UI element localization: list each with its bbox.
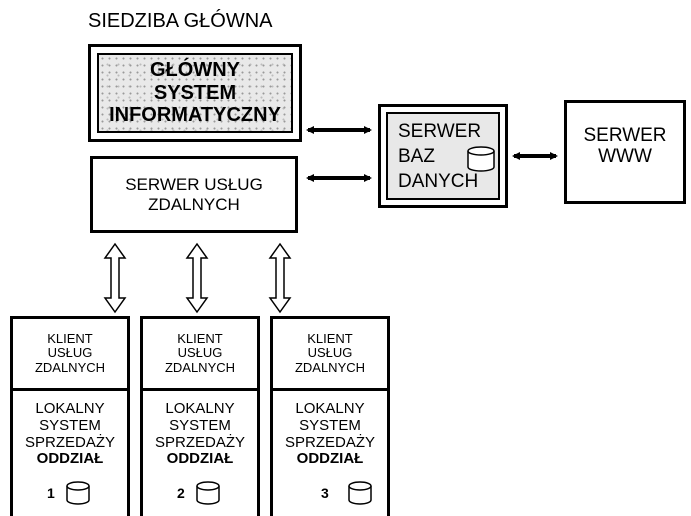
branch-3-number: 3 xyxy=(321,485,329,501)
hollow-arrow-branch-2 xyxy=(185,242,209,314)
branch-1: KLIENT USŁUG ZDALNYCH LOKALNY SYSTEM SPR… xyxy=(10,316,130,516)
branch-3-client-line3: ZDALNYCH xyxy=(294,359,366,375)
main-system-line1: GŁÓWNY xyxy=(150,59,240,82)
branch-1-database-icon xyxy=(66,481,90,505)
database-icon xyxy=(467,146,495,172)
branch-1-client-box: KLIENT USŁUG ZDALNYCH xyxy=(13,319,127,391)
branch-3-client-box: KLIENT USŁUG ZDALNYCH xyxy=(273,319,387,391)
branch-3-local-line1: LOKALNY xyxy=(295,400,365,417)
branch-1-client-line3: ZDALNYCH xyxy=(34,359,106,375)
branch-2-client-box: KLIENT USŁUG ZDALNYCH xyxy=(143,319,257,391)
hq-label: SIEDZIBA GŁÓWNA xyxy=(88,10,273,32)
branch-1-label: ODDZIAŁ xyxy=(36,450,104,468)
branch-3-label: ODDZIAŁ xyxy=(296,450,364,468)
branch-2-label: ODDZIAŁ xyxy=(166,450,234,468)
branch-2: KLIENT USŁUG ZDALNYCH LOKALNY SYSTEM SPR… xyxy=(140,316,260,516)
branch-3-local-line3: SPRZEDAŻY xyxy=(284,433,375,451)
db-server-line3: DANYCH xyxy=(398,171,479,192)
branch-1-client-line2: USŁUG xyxy=(47,345,93,361)
db-server-line2: BAZ xyxy=(398,146,435,167)
branch-2-local-line2: SYSTEM xyxy=(169,416,231,434)
branch-2-local-line1: LOKALNY xyxy=(165,400,235,417)
branch-1-local-line1: LOKALNY xyxy=(35,400,105,417)
branch-2-local-line3: SPRZEDAŻY xyxy=(154,433,245,451)
branch-2-local-system: LOKALNY SYSTEM SPRZEDAŻY ODDZIAŁ 2 xyxy=(143,391,257,505)
branch-2-client-line3: ZDALNYCH xyxy=(164,359,236,375)
remote-server-line1: SERWER USŁUG xyxy=(125,175,263,195)
branch-3-client-line1: KLIENT xyxy=(307,330,353,346)
hollow-arrow-branch-3 xyxy=(268,242,292,314)
branch-2-client-line2: USŁUG xyxy=(177,345,223,361)
hollow-arrow-branch-1 xyxy=(103,242,127,314)
main-system-box: GŁÓWNY SYSTEM INFORMATYCZNY xyxy=(88,44,302,142)
branch-1-number: 1 xyxy=(47,485,55,501)
www-server-line2: WWW xyxy=(598,146,652,168)
branch-1-local-line2: SYSTEM xyxy=(39,416,101,434)
branch-2-number: 2 xyxy=(177,485,185,501)
branch-2-client-line1: KLIENT xyxy=(177,330,223,346)
branch-1-client-line1: KLIENT xyxy=(47,330,93,346)
branch-1-local-system: LOKALNY SYSTEM SPRZEDAŻY ODDZIAŁ 1 xyxy=(13,391,127,505)
branch-3-local-system: LOKALNY SYSTEM SPRZEDAŻY ODDZIAŁ 3 xyxy=(273,391,387,505)
branch-1-local-line3: SPRZEDAŻY xyxy=(24,433,115,451)
db-server-line1: SERWER xyxy=(398,121,482,142)
main-system-inner: GŁÓWNY SYSTEM INFORMATYCZNY xyxy=(97,53,293,133)
remote-server-line2: ZDALNYCH xyxy=(148,194,240,214)
remote-services-server-box: SERWER USŁUG ZDALNYCH xyxy=(90,156,298,233)
www-server-box: SERWER WWW xyxy=(564,100,686,204)
branch-3: KLIENT USŁUG ZDALNYCH LOKALNY SYSTEM SPR… xyxy=(270,316,390,516)
branch-3-client-line2: USŁUG xyxy=(307,345,353,361)
database-server-inner: SERWER BAZ DANYCH xyxy=(386,112,500,200)
branch-3-local-line2: SYSTEM xyxy=(299,416,361,434)
www-server-line1: SERWER xyxy=(583,125,667,146)
branch-3-database-icon xyxy=(348,481,372,505)
main-system-line3: INFORMATYCZNY xyxy=(109,104,281,127)
main-system-line2: SYSTEM xyxy=(153,81,237,104)
branch-2-database-icon xyxy=(196,481,220,505)
database-server-box: SERWER BAZ DANYCH xyxy=(378,104,508,208)
